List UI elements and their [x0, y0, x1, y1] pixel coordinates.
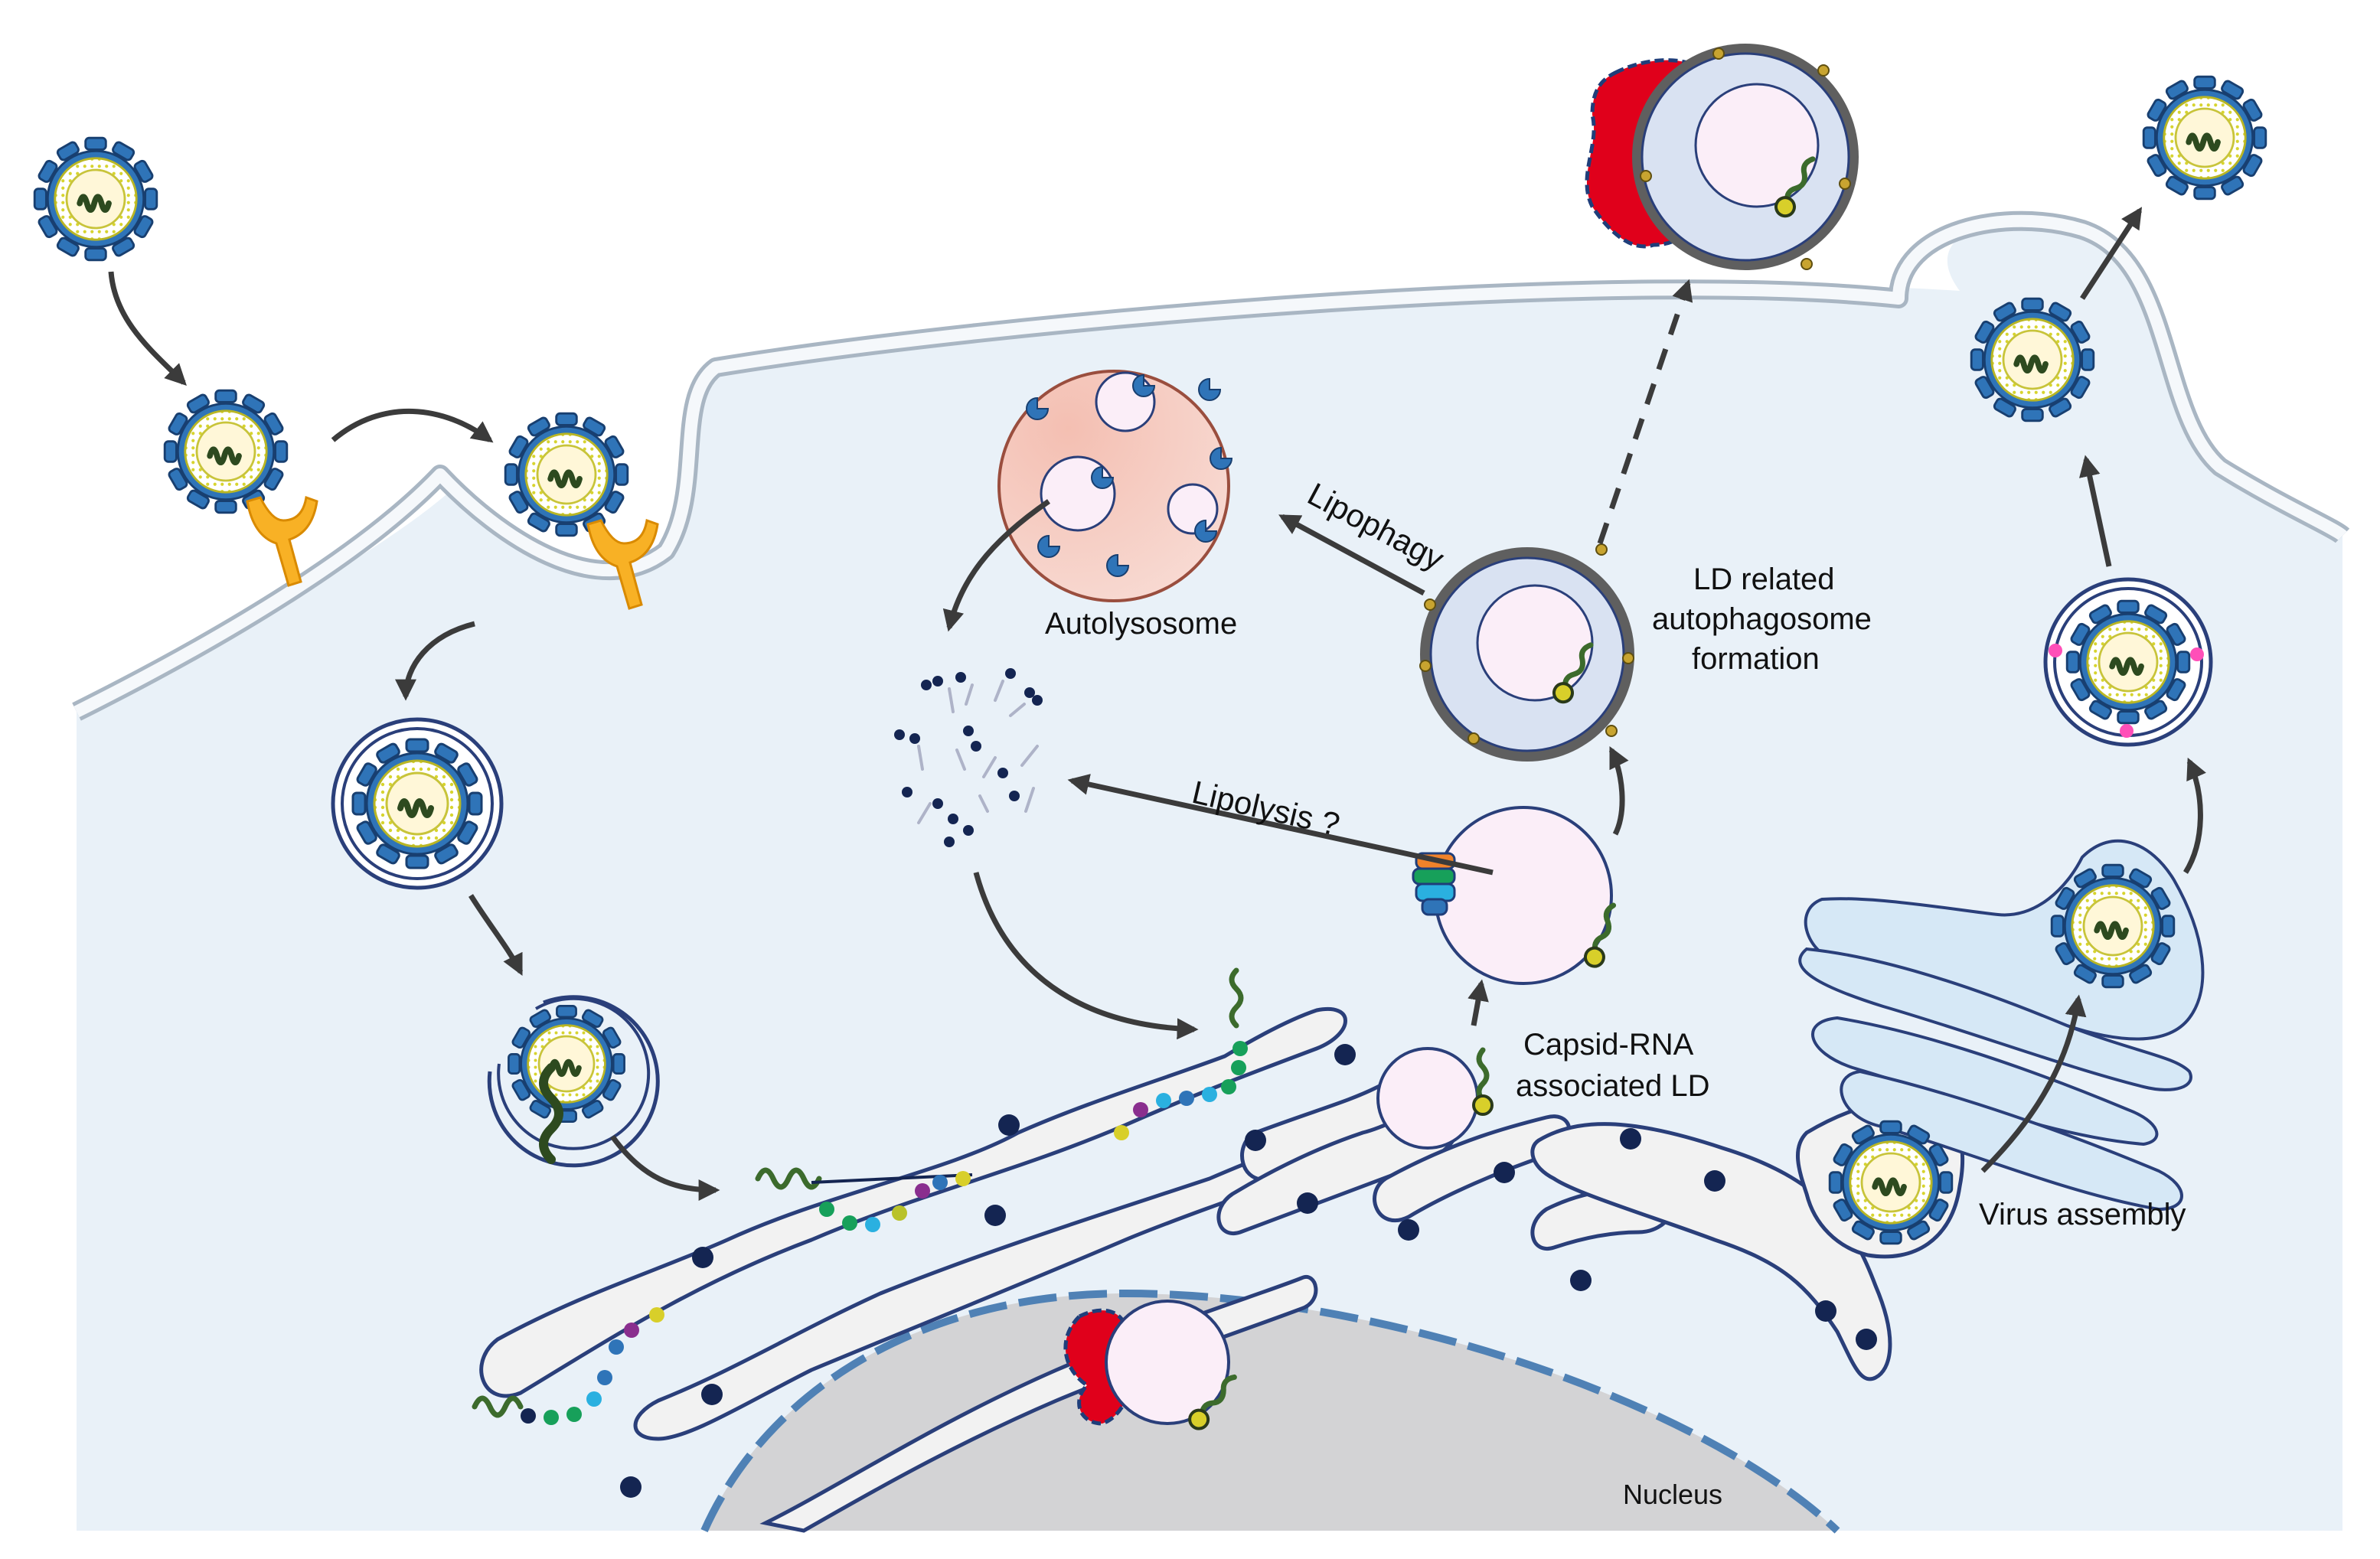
virus-attached-1	[165, 390, 287, 513]
label-nucleus: Nucleus	[1623, 1479, 1722, 1510]
label-capsid-rna-2: associated LD	[1516, 1069, 1709, 1103]
nucleus	[704, 1293, 1837, 1531]
arrow-ld-growth	[1468, 979, 1489, 1026]
autolysosome	[997, 370, 1233, 602]
ribosomes	[620, 1044, 1877, 1498]
secretory-vesicle	[2043, 577, 2213, 747]
free-fatty-acids	[894, 668, 1043, 847]
virus-released	[2143, 77, 2266, 199]
endoplasmic-reticulum	[479, 1007, 1965, 1533]
nuclear-envelope	[700, 1289, 1840, 1534]
secreted-autophagosome	[1585, 44, 1859, 270]
receptor-icons	[246, 495, 659, 610]
virus-extracellular	[34, 138, 157, 260]
mature-lipid-droplet	[1412, 806, 1622, 985]
label-ld-related-1: LD related	[1693, 563, 1835, 596]
label-virus-assembly: Virus assembly	[1979, 1198, 2186, 1231]
uncoating-endosome	[487, 995, 660, 1168]
label-capsid-rna-1: Capsid-RNA	[1523, 1028, 1694, 1062]
label-ld-related-3: formation	[1692, 642, 1820, 676]
nuclear-lipid-droplet	[1063, 1300, 1242, 1433]
pathway-arrows	[108, 207, 2206, 1201]
ld-autophagosome	[1419, 543, 1634, 762]
polyprotein-chains	[472, 967, 1248, 1425]
capsid-rna-associated-ld	[1376, 1047, 1492, 1150]
virus-attached-2	[505, 413, 628, 536]
endosome	[331, 717, 504, 890]
label-autolysosome: Autolysosome	[1045, 607, 1237, 641]
label-ld-related-2: autophagosome	[1652, 602, 1872, 636]
